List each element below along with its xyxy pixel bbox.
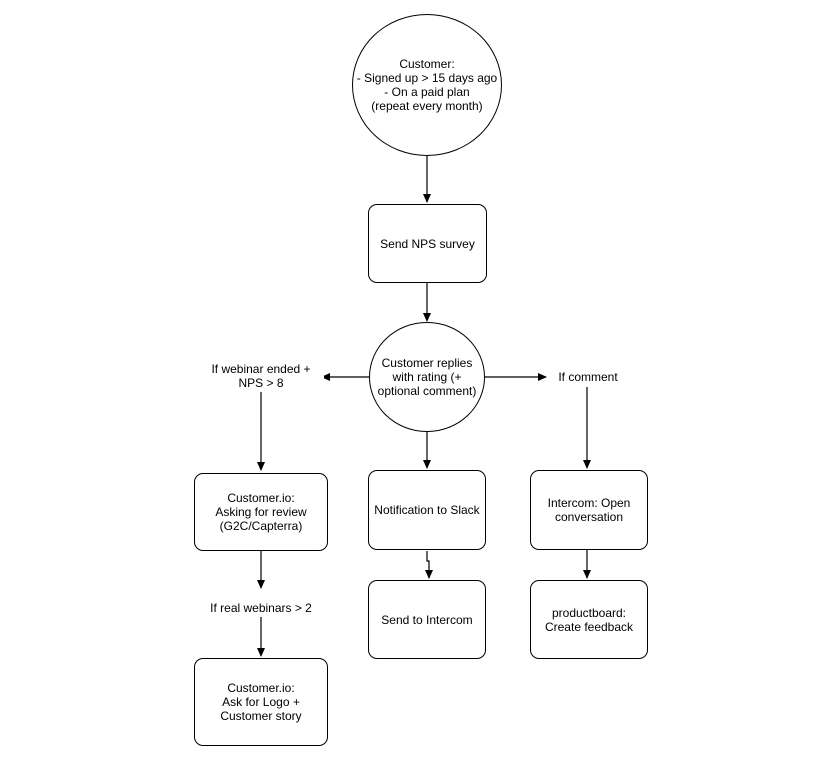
arrow-slack-to-send-intercom xyxy=(425,551,433,579)
start-customer-circle: Customer: - Signed up > 15 days ago - On… xyxy=(352,14,502,156)
customer-io-review-box: Customer.io: Asking for review (G2C/Capt… xyxy=(194,473,328,551)
send-to-intercom-box: Send to Intercom xyxy=(368,580,486,659)
send-nps-survey-box: Send NPS survey xyxy=(368,204,487,283)
if-webinar-ended-label: If webinar ended + NPS > 8 xyxy=(198,362,324,390)
productboard-feedback-box: productboard: Create feedback xyxy=(530,580,648,659)
if-comment-label: If comment xyxy=(548,370,628,384)
customer-io-logo-box: Customer.io: Ask for Logo + Customer sto… xyxy=(194,658,328,746)
notification-to-slack-box: Notification to Slack xyxy=(368,470,486,550)
if-real-webinars-label: If real webinars > 2 xyxy=(196,601,326,615)
intercom-open-conversation-box: Intercom: Open conversation xyxy=(530,470,648,550)
customer-replies-circle: Customer replies with rating (+ optional… xyxy=(369,322,485,432)
